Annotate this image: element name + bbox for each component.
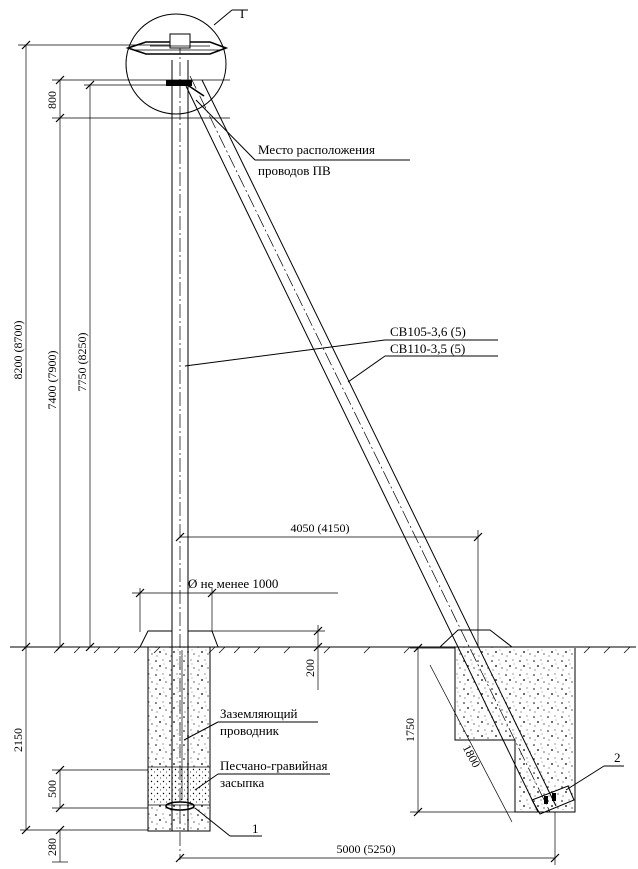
callout-leaders xyxy=(183,99,498,791)
dim-7750: 7750 (8250) xyxy=(75,333,89,392)
dim-8200: 8200 (8700) xyxy=(11,321,25,380)
dim-200: 200 xyxy=(303,659,317,677)
wire-place-label-2: проводов ПВ xyxy=(258,163,331,178)
node-I-label: I xyxy=(240,6,244,21)
dim-1750: 1750 xyxy=(403,718,417,742)
node-I-detail xyxy=(125,9,248,115)
dim-4050: 4050 (4150) xyxy=(291,521,350,535)
dim-500: 500 xyxy=(45,780,59,798)
ground-line xyxy=(10,646,636,654)
dim-7400: 7400 (7900) xyxy=(45,351,59,410)
dim-800: 800 xyxy=(45,91,59,109)
pole-type-label-2: СВ110-3,5 (5) xyxy=(390,341,465,356)
dimension-lines xyxy=(18,40,560,865)
strut-pit xyxy=(438,629,576,813)
ground-wire-label-1: Заземляющий xyxy=(220,706,298,721)
dim-5000: 5000 (5250) xyxy=(337,842,396,856)
ground-wire-label-2: проводник xyxy=(220,723,280,738)
node-2-leader xyxy=(565,765,624,791)
wire-place-label-1: Место расположения xyxy=(258,142,375,157)
main-pole xyxy=(171,40,189,860)
strut-pole xyxy=(185,75,575,815)
backfill-label-1: Песчано-гравийная xyxy=(220,758,327,773)
dimension-labels: 800 8200 (8700) 7400 (7900) 7750 (8250) … xyxy=(11,91,483,856)
node-1-label: 1 xyxy=(252,821,259,836)
pole-type-label-1: СВ105-3,6 (5) xyxy=(390,324,466,339)
backfill-label-2: засыпка xyxy=(220,775,264,790)
main-pole-pit xyxy=(139,630,219,832)
node-2-label: 2 xyxy=(614,750,621,765)
callout-labels: I 1 2 Место расположения проводов ПВ СВ1… xyxy=(188,6,621,836)
pit-diameter-label: Ø не менее 1000 xyxy=(188,576,278,591)
node-1-detail xyxy=(165,801,262,837)
dim-2150: 2150 xyxy=(11,728,25,752)
dim-1800: 1800 xyxy=(460,742,484,770)
dim-280: 280 xyxy=(45,838,59,856)
